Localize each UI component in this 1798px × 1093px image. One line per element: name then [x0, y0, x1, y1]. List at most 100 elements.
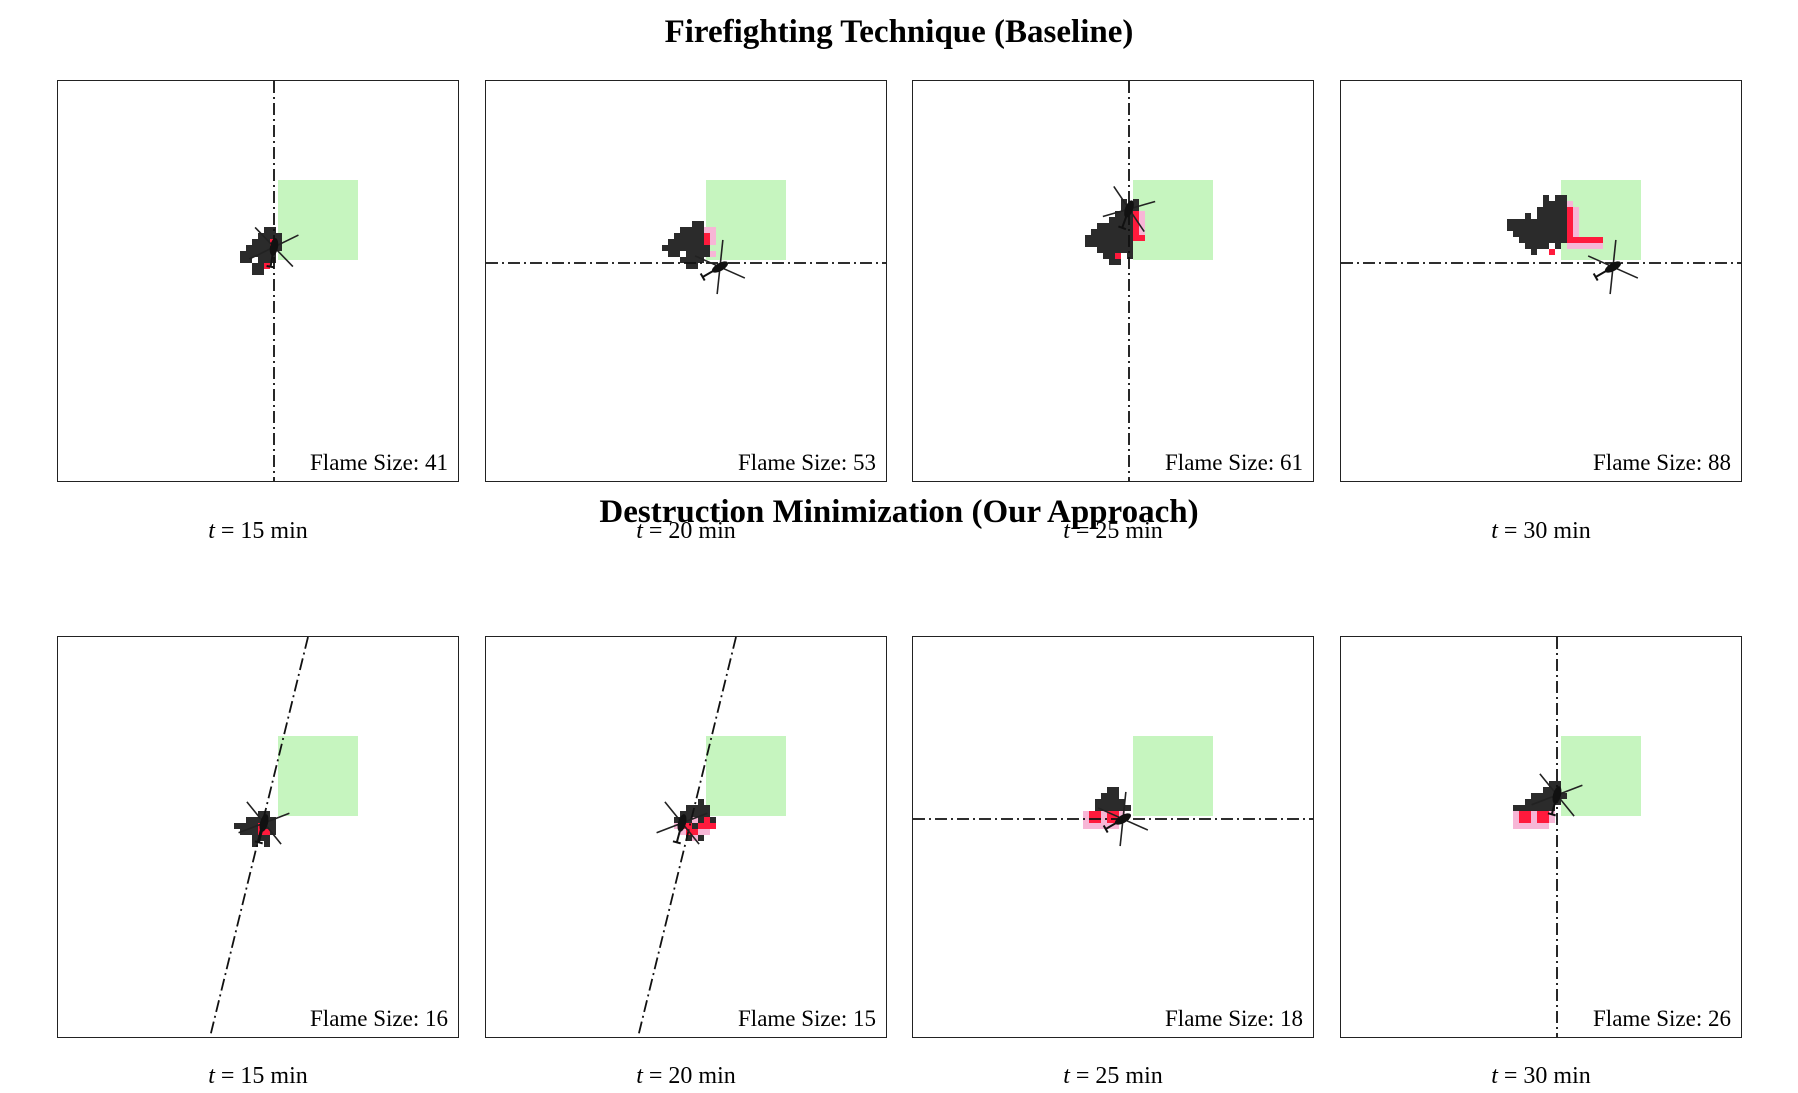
heat-cell: [710, 239, 716, 245]
burnt-cell: [1549, 207, 1555, 213]
protected-zone: [706, 180, 786, 260]
burning-cell: [264, 829, 270, 835]
panel-approach-3: Flame Size: 18: [912, 636, 1314, 1038]
burnt-cell: [1561, 201, 1567, 207]
burnt-cell: [1543, 201, 1549, 207]
burnt-cell: [1097, 229, 1103, 235]
heat-cell: [1101, 817, 1107, 823]
burnt-cell: [1555, 207, 1561, 213]
burnt-cell: [686, 233, 692, 239]
protected-zone: [1133, 180, 1213, 260]
heat-cell: [1525, 823, 1531, 829]
burnt-cell: [1109, 229, 1115, 235]
burnt-cell: [270, 829, 276, 835]
burnt-cell: [1537, 243, 1543, 249]
protected-zone: [1133, 736, 1213, 816]
burning-cell: [686, 823, 692, 829]
burnt-cell: [1549, 201, 1555, 207]
heat-cell: [704, 227, 710, 233]
time-label: t = 25 min: [1063, 1063, 1163, 1089]
burnt-cell: [1549, 781, 1555, 787]
burnt-cell: [1555, 225, 1561, 231]
burning-cell: [1089, 817, 1095, 823]
heat-cell: [1513, 811, 1519, 817]
burning-cell: [1107, 817, 1113, 823]
burning-cell: [1525, 811, 1531, 817]
burnt-cell: [686, 805, 692, 811]
burnt-cell: [1127, 247, 1133, 253]
burnt-cell: [674, 251, 680, 257]
helicopter-tail: [269, 252, 274, 267]
burnt-cell: [1543, 231, 1549, 237]
helicopter-body: [1114, 813, 1132, 825]
burnt-cell: [692, 227, 698, 233]
heat-cell: [1531, 811, 1537, 817]
burnt-cell: [680, 257, 686, 263]
helicopter-tail-rotor: [1118, 225, 1127, 231]
burnt-cell: [686, 835, 692, 841]
burnt-cell: [668, 239, 674, 245]
panel-approach-2-canvas: [637, 637, 786, 1037]
helicopter-icon: [1531, 773, 1583, 817]
panel-approach-1-canvas: [209, 637, 358, 1037]
burning-cell: [1567, 237, 1573, 243]
burnt-cell: [1133, 199, 1139, 205]
helicopter-tail-rotor: [1547, 812, 1556, 817]
helicopter-tail: [257, 828, 264, 843]
burnt-cell: [698, 835, 704, 841]
burnt-cell: [1555, 219, 1561, 225]
helicopter-body: [677, 814, 687, 832]
helicopter-tail: [1550, 800, 1557, 815]
burnt-cell: [674, 245, 680, 251]
burnt-cell: [698, 805, 704, 811]
burning-cell: [704, 823, 710, 829]
panel-baseline-1: Flame Size: 41: [57, 80, 459, 482]
burnt-cell: [1537, 207, 1543, 213]
burnt-cell: [1543, 243, 1549, 249]
burnt-cell: [1101, 799, 1107, 805]
burnt-cell: [698, 811, 704, 817]
burnt-cell: [246, 251, 252, 257]
burnt-cell: [1525, 237, 1531, 243]
burnt-cell: [1531, 237, 1537, 243]
burnt-cell: [1537, 237, 1543, 243]
heat-cell: [1597, 243, 1603, 249]
burnt-cell: [1513, 219, 1519, 225]
burning-cell: [1537, 811, 1543, 817]
heat-cell: [692, 817, 698, 823]
burnt-cell: [1531, 799, 1537, 805]
burnt-cell: [1109, 235, 1115, 241]
burning-cell: [1567, 225, 1573, 231]
protected-zone: [1561, 736, 1641, 816]
burnt-cell: [1531, 805, 1537, 811]
burnt-cell: [1513, 225, 1519, 231]
burning-cell: [1573, 237, 1579, 243]
burning-cell: [1549, 249, 1555, 255]
burnt-cell: [252, 245, 258, 251]
burnt-cell: [252, 239, 258, 245]
burning-cell: [1525, 817, 1531, 823]
burnt-cell: [1549, 225, 1555, 231]
protected-zone: [278, 180, 358, 260]
burnt-cell: [674, 817, 680, 823]
burnt-cell: [264, 239, 270, 245]
row-title-approach: Destruction Minimization (Our Approach): [599, 494, 1199, 530]
burnt-cell: [692, 233, 698, 239]
heat-cell: [1585, 243, 1591, 249]
burnt-cell: [252, 835, 258, 841]
burnt-cell: [1121, 211, 1127, 217]
panel-approach-3-canvas: [913, 736, 1313, 847]
burnt-cell: [1097, 223, 1103, 229]
burnt-cell: [252, 841, 258, 847]
burning-cell: [1095, 811, 1101, 817]
burnt-cell: [1531, 249, 1537, 255]
flame-size-label: Flame Size: 15: [736, 1005, 878, 1033]
heat-cell: [1139, 211, 1145, 217]
burning-cell: [1585, 237, 1591, 243]
burnt-cell: [1115, 259, 1121, 265]
helicopter-body: [1552, 786, 1562, 804]
panel-baseline-1-canvas: [240, 81, 358, 481]
trajectory-line: [637, 637, 737, 1037]
heat-cell: [1531, 823, 1537, 829]
burnt-cell: [1097, 241, 1103, 247]
